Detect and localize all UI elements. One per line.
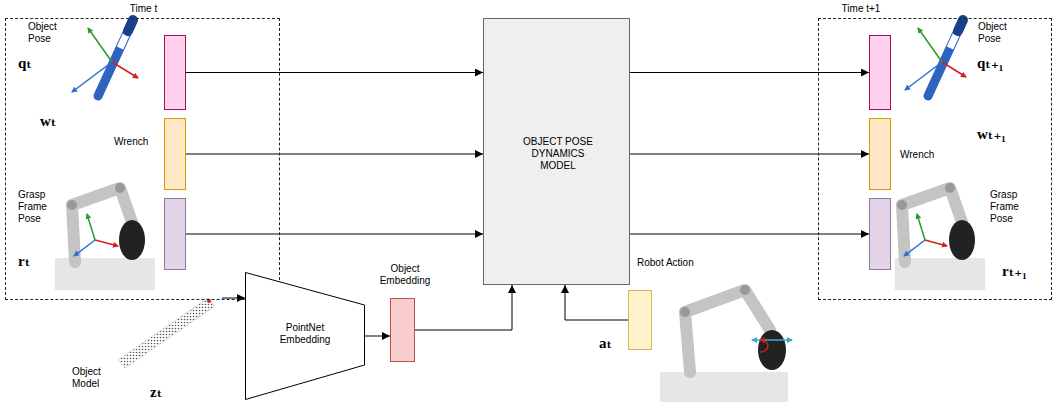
text-holder: Grasp Frame Pose (990, 189, 1035, 225)
arrow-connector (365, 336, 390, 337)
text-holder: zₜ (150, 384, 190, 401)
text-holder: qₜ (18, 55, 58, 72)
state-bar: Object Poseqₜ₊₁ (869, 35, 891, 110)
label-text: Object Pose (978, 21, 1023, 45)
arrow-connector (630, 72, 869, 73)
text-holder: rₜ (18, 253, 58, 270)
label-text: Grasp Frame Pose (18, 189, 60, 225)
label-text: Time t+1 (831, 3, 891, 15)
text-holder: Time t (111, 3, 176, 15)
text-holder: wₜ₊₁ (977, 126, 1027, 143)
text-holder: Object Embedding (376, 263, 434, 287)
text-holder: Object Pose (28, 21, 70, 45)
text-holder: qₜ₊₁ (977, 55, 1027, 72)
label-text: PointNet Embedding (265, 322, 345, 346)
robot-illustration (660, 285, 792, 402)
text-holder: Time t+1 (831, 3, 891, 15)
math-symbol: wₜ (40, 113, 80, 130)
math-symbol: wₜ₊₁ (977, 126, 1027, 143)
text-holder: Wrench (900, 149, 945, 161)
arrow-connector (415, 285, 512, 330)
state-bar: Wrenchwₜ₊₁ (869, 118, 891, 190)
arrow-connector (630, 154, 869, 155)
text-holder: Grasp Frame Pose (18, 189, 60, 225)
state-bar: Wrenchwₜ (164, 118, 186, 190)
state-bar: Grasp Frame Poserₜ₊₁ (869, 198, 891, 270)
label-text: Object Embedding (376, 263, 434, 287)
text-holder: PointNet Embedding (265, 322, 345, 346)
arrow-connector (222, 298, 245, 299)
math-symbol: zₜ (150, 384, 190, 401)
process-box: OBJECT POSE DYNAMICS MODEL (483, 18, 630, 285)
text-holder: rₜ₊₁ (1002, 263, 1052, 280)
text-holder: Object Model (72, 366, 117, 390)
robot-illustration (55, 183, 155, 290)
label-text: Object Model (72, 366, 117, 390)
arrow-connector (565, 285, 628, 320)
label-text: Object Pose (28, 21, 70, 45)
label-text: OBJECT POSE DYNAMICS MODEL (517, 136, 599, 172)
arrow-connector (630, 234, 869, 235)
robot-illustration (895, 183, 985, 290)
text-holder: Robot Action (637, 257, 717, 269)
math-symbol: rₜ (18, 253, 58, 270)
text-holder: wₜ (40, 113, 80, 130)
action-bar: Robot Actionaₜ (628, 290, 652, 350)
math-symbol: rₜ₊₁ (1002, 263, 1052, 280)
time-frame: Time t+1Object Poseqₜ₊₁Wrenchwₜ₊₁Grasp F… (818, 18, 1052, 300)
arrow-connector (186, 234, 483, 235)
label-text: Wrench (114, 136, 159, 148)
state-bar: Grasp Frame Poserₜ (164, 198, 186, 270)
label-text: Grasp Frame Pose (990, 189, 1035, 225)
text-holder: Wrench (114, 136, 159, 148)
label-text: Wrench (900, 149, 945, 161)
text-holder: aₜ (599, 335, 627, 352)
state-bar: Object Poseqₜ (164, 35, 186, 110)
text-holder: OBJECT POSE DYNAMICS MODEL (517, 136, 599, 172)
math-symbol: qₜ₊₁ (977, 55, 1027, 72)
math-symbol: qₜ (18, 55, 58, 72)
label-text: Robot Action (637, 257, 717, 269)
arrow-connector (186, 154, 483, 155)
embedding-bar: Object Embedding (390, 298, 415, 362)
math-symbol: aₜ (599, 335, 627, 352)
label-text: Time t (111, 3, 176, 15)
arrow-connector (186, 72, 483, 73)
encoder-trapezoid: PointNet Embedding (245, 272, 365, 400)
pen-illustration (905, 20, 966, 96)
text-holder: Object Pose (978, 21, 1023, 45)
pen-illustration (72, 20, 138, 96)
time-frame: Time tObject PoseqₜWrenchwₜGrasp Frame P… (5, 18, 280, 300)
point-cloud (118, 298, 215, 368)
object-model: Object Modelzₜ (118, 292, 222, 368)
